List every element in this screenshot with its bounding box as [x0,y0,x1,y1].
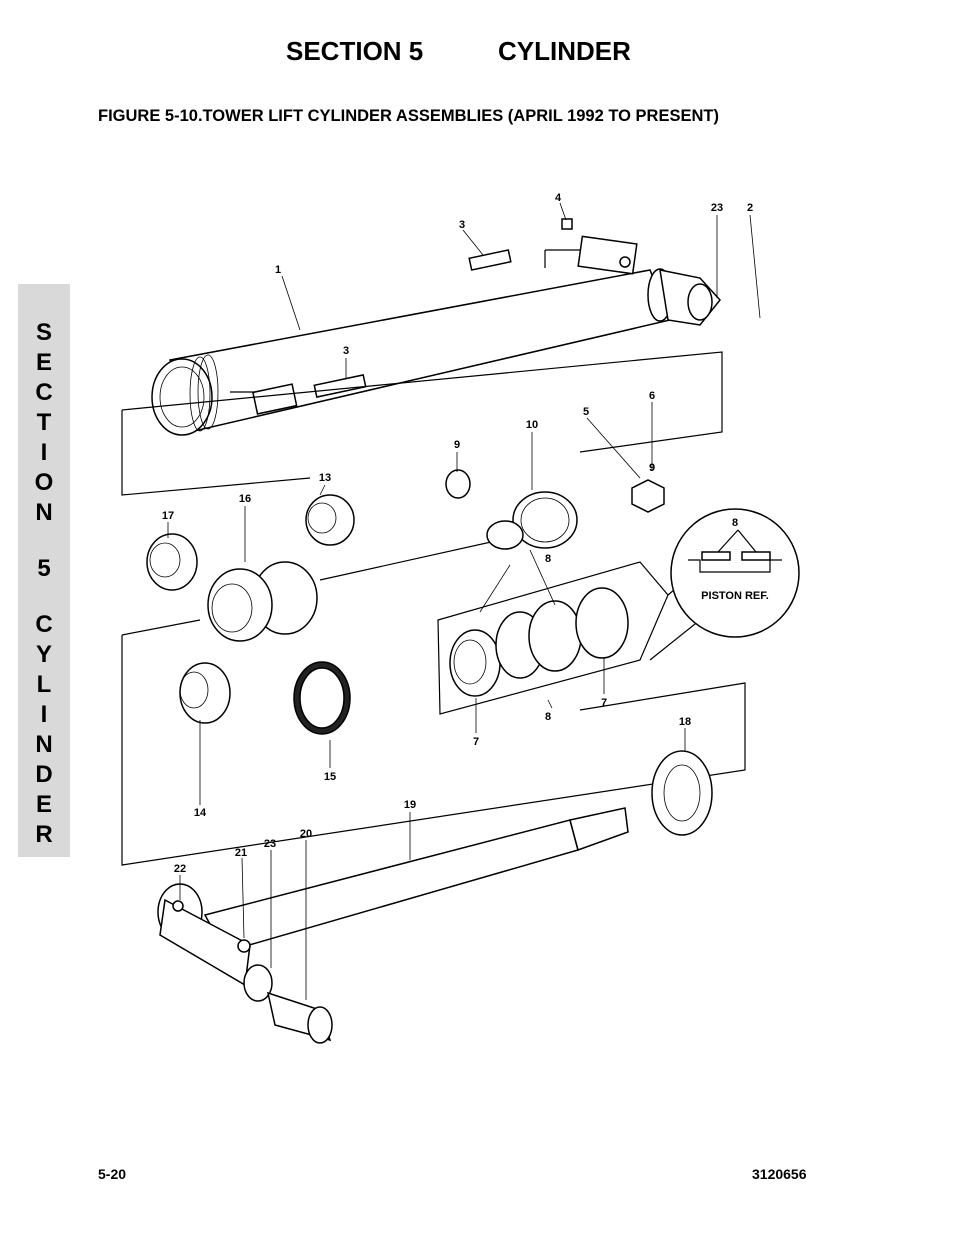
side-tab-letter: C [35,379,53,406]
callout-number: 18 [679,716,691,728]
cylinder-barrel-illustration [151,218,721,436]
detail-label: PISTON REF. [701,590,769,602]
leader-lines [167,202,761,1000]
side-tab-letter: Y [35,641,52,668]
callout-number: 14 [194,807,207,819]
page-number: 5-20 [98,1166,127,1182]
side-tab-letter: L [36,671,52,698]
side-tab-letter: E [35,349,52,376]
side-tab-letter: 5 [37,555,51,582]
section-number: SECTION 5 [286,36,424,66]
callout-number: 20 [300,828,312,840]
side-tab-letter: S [35,319,52,346]
cylinder-rod-illustration [157,807,629,1044]
side-tab-letter: C [35,611,53,638]
callout-number: 9 [454,439,460,451]
callout-number: 8 [545,553,551,565]
callout-number: 23 [711,202,723,214]
valve-illustration [313,249,512,398]
side-tab-letter: N [35,731,53,758]
callout-number: 19 [404,799,416,811]
callout-number: 17 [162,510,174,522]
side-tab-letter: O [34,469,54,496]
callout-number: 6 [649,390,655,402]
callout-number: 21 [235,847,247,859]
callout-number: 10 [526,419,538,431]
side-tab-letter: E [35,791,52,818]
callout-number: 23 [264,838,276,850]
callout-number: 5 [583,406,589,418]
callout-number: 16 [239,493,251,505]
section-side-tab: S E C T I O N 5 C Y L I N D E R [18,284,70,857]
callout-number: 3 [459,219,465,231]
side-tab-letter: N [35,499,53,526]
piston-ref-detail: 8 PISTON REF. [670,508,800,638]
callout-number: 8 [545,711,551,723]
callout-number: 7 [601,697,607,709]
callout-number: 7 [473,736,479,748]
side-tab-letter: D [35,761,53,788]
callout-number: 2 [747,202,753,214]
side-tab-letter: T [36,409,52,436]
piston-seal-panel [121,351,746,866]
callout-number: 3 [343,345,349,357]
detail-callout-number: 8 [732,517,738,529]
side-tab-letter: R [35,821,53,848]
callout-labels: 4 23 2 3 1 3 6 10 5 9 13 16 17 8 9 7 8 7… [162,192,753,875]
callout-number: 15 [324,771,336,783]
figure-title: FIGURE 5-10.TOWER LIFT CYLINDER ASSEMBLI… [98,107,719,125]
callout-number: 4 [555,192,562,204]
side-tab-letter: I [40,701,48,728]
document-number: 3120656 [752,1166,807,1182]
callout-number: 22 [174,863,186,875]
callout-number: 9 [649,462,655,474]
side-tab-letter: I [40,439,48,466]
callout-number: 1 [275,264,281,276]
callout-number: 13 [319,472,331,484]
section-title: CYLINDER [498,36,631,66]
